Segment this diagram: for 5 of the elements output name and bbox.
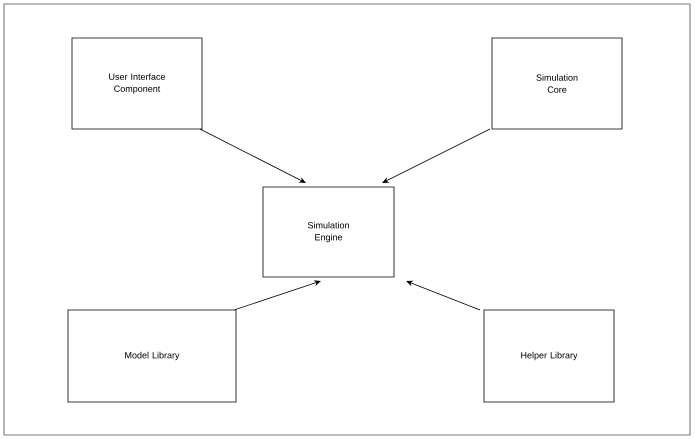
component-box: Simulation Engine <box>262 186 394 278</box>
component-box: User Interface Component <box>72 38 202 130</box>
component-box: Helper Library <box>484 310 614 402</box>
component-box: Simulation Core <box>492 38 622 130</box>
component-box: Model Library <box>68 310 236 402</box>
